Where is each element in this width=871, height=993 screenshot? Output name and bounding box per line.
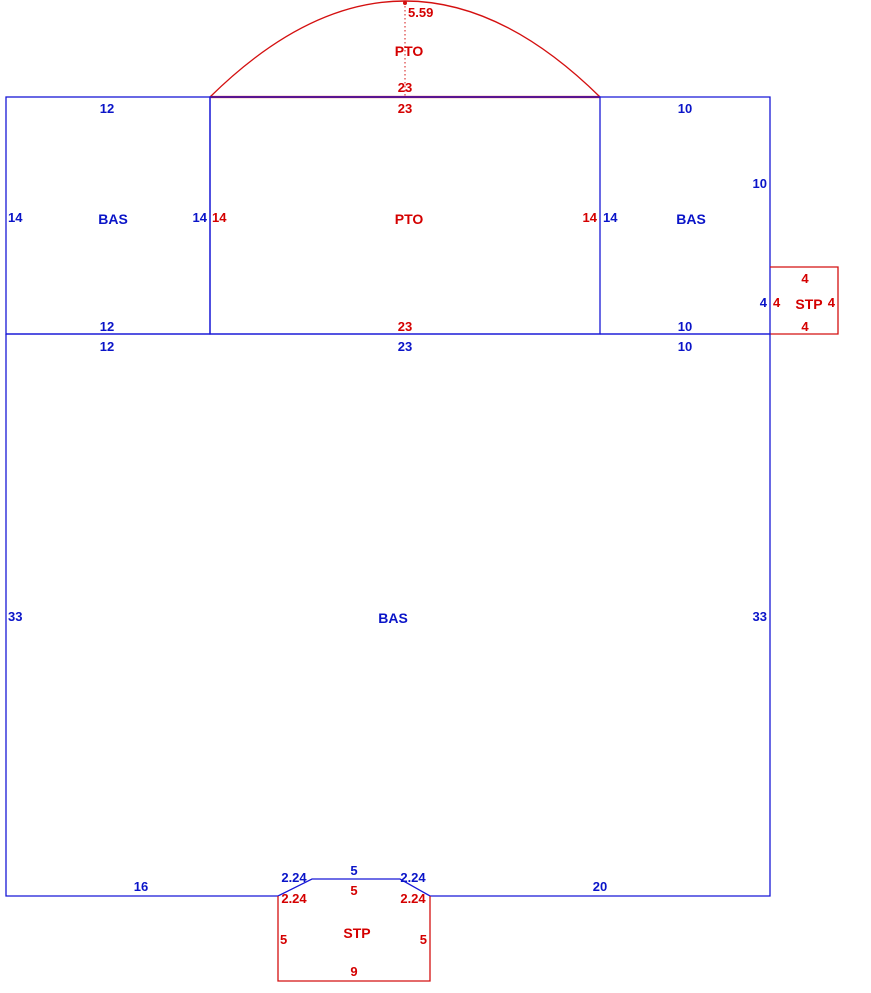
dim-stp-bottom-bottom: 9 [350, 964, 357, 979]
dim-main-left: 33 [8, 609, 22, 624]
dim-stp-right-top: 4 [801, 271, 809, 286]
dim-main-top-left: 12 [100, 339, 114, 354]
dim-pto-bottom: 23 [398, 319, 412, 334]
area-label-stp-right: STP [795, 296, 822, 312]
dim-pto-top: 23 [398, 101, 412, 116]
dim-bas-right-left: 14 [603, 210, 618, 225]
dim-bas-right-top: 10 [678, 101, 692, 116]
dim-bas-right-right: 10 [753, 176, 767, 191]
dim-main-notch-top: 5 [350, 863, 357, 878]
dim-bas-left-left: 14 [8, 210, 23, 225]
area-label-bas-left: BAS [98, 211, 128, 227]
dim-arc-height: 5.59 [408, 5, 433, 20]
dim-stp-bottom-notch-right: 2.24 [400, 891, 426, 906]
dim-stp-right-left: 4 [773, 295, 781, 310]
dim-stp-bottom-left: 5 [280, 932, 287, 947]
area-label-bas-main: BAS [378, 610, 408, 626]
dim-bas-left-top: 12 [100, 101, 114, 116]
dim-arc-chord: 23 [398, 80, 412, 95]
dim-main-top-right: 10 [678, 339, 692, 354]
dim-bas-left-right: 14 [193, 210, 208, 225]
dim-bas-right-lower-right: 4 [760, 295, 768, 310]
stp-bottom-outline [277, 896, 431, 982]
dim-main-bottom-right: 20 [593, 879, 607, 894]
dim-main-top-center: 23 [398, 339, 412, 354]
dim-pto-left: 14 [212, 210, 227, 225]
area-label-stp-bottom: STP [343, 925, 370, 941]
dim-main-notch-left: 2.24 [281, 870, 307, 885]
dim-main-right: 33 [753, 609, 767, 624]
dim-stp-bottom-right: 5 [420, 932, 427, 947]
area-label-pto-center: PTO [395, 211, 424, 227]
dim-main-notch-right: 2.24 [400, 870, 426, 885]
dim-pto-right: 14 [583, 210, 598, 225]
dim-bas-left-bottom: 12 [100, 319, 114, 334]
dim-stp-bottom-notch-left: 2.24 [281, 891, 307, 906]
dim-stp-right-right: 4 [828, 295, 836, 310]
dim-stp-bottom-notch-top: 5 [350, 883, 357, 898]
pto-arc-apex-marker [403, 1, 407, 5]
area-label-bas-right: BAS [676, 211, 706, 227]
dim-stp-right-bottom: 4 [801, 319, 809, 334]
dim-main-bottom-left: 16 [134, 879, 148, 894]
bas-main-outline [5, 333, 771, 897]
stp-right-outline [770, 266, 839, 335]
dim-bas-right-bottom: 10 [678, 319, 692, 334]
area-label-pto-arc: PTO [395, 43, 424, 59]
